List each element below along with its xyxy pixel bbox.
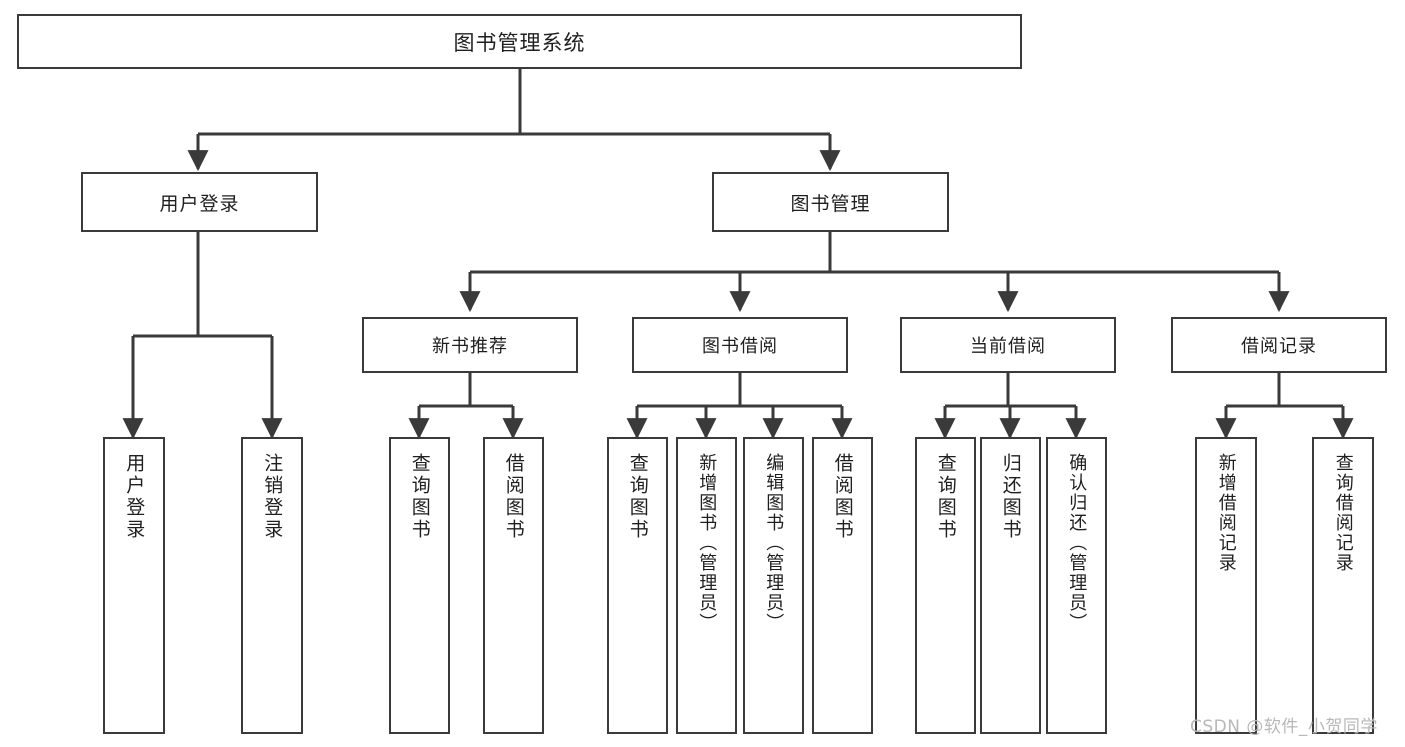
- leaf-cb-confirm-return[interactable]: 确认归还（管理员）: [1046, 437, 1107, 734]
- leaf-nb-query-book-label: 查询图书: [408, 453, 431, 541]
- leaf-br-query-record-label: 查询借阅记录: [1332, 453, 1354, 573]
- leaf-br-add-record-label: 新增借阅记录: [1215, 453, 1237, 573]
- node-book-manage[interactable]: 图书管理: [712, 172, 949, 232]
- leaf-nb-borrow-book[interactable]: 借阅图书: [483, 437, 544, 734]
- node-user-login[interactable]: 用户登录: [81, 172, 318, 232]
- leaf-user-login[interactable]: 用户登录: [103, 437, 165, 734]
- leaf-logout-label: 注销登录: [261, 453, 284, 541]
- node-root[interactable]: 图书管理系统: [17, 14, 1022, 69]
- node-user-login-label: 用户登录: [159, 192, 240, 215]
- leaf-bb-edit-book-label: 编辑图书（管理员）: [763, 453, 785, 633]
- node-book-borrow-label: 图书借阅: [702, 336, 778, 357]
- node-current-borrow-label: 当前借阅: [970, 336, 1046, 357]
- leaf-bb-edit-book[interactable]: 编辑图书（管理员）: [743, 437, 804, 734]
- node-current-borrow[interactable]: 当前借阅: [900, 317, 1116, 373]
- node-borrow-record-label: 借阅记录: [1241, 336, 1317, 357]
- leaf-cb-return-book[interactable]: 归还图书: [980, 437, 1041, 734]
- leaf-cb-confirm-return-label: 确认归还（管理员）: [1066, 453, 1088, 633]
- leaf-user-login-label: 用户登录: [123, 453, 146, 541]
- node-root-label: 图书管理系统: [453, 30, 586, 55]
- leaf-bb-query-book[interactable]: 查询图书: [607, 437, 668, 734]
- watermark: CSDN @软件_小贺同学: [1190, 717, 1378, 737]
- leaf-nb-query-book[interactable]: 查询图书: [389, 437, 450, 734]
- leaf-nb-borrow-book-label: 借阅图书: [502, 453, 525, 541]
- leaf-bb-query-book-label: 查询图书: [626, 453, 649, 541]
- node-borrow-record[interactable]: 借阅记录: [1171, 317, 1387, 373]
- leaf-br-query-record[interactable]: 查询借阅记录: [1312, 437, 1374, 734]
- leaf-bb-borrow-book-label: 借阅图书: [831, 453, 854, 541]
- leaf-br-add-record[interactable]: 新增借阅记录: [1195, 437, 1257, 734]
- node-new-book-recommend[interactable]: 新书推荐: [362, 317, 578, 373]
- leaf-logout[interactable]: 注销登录: [241, 437, 303, 734]
- leaf-bb-add-book-label: 新增图书（管理员）: [696, 453, 718, 633]
- leaf-bb-add-book[interactable]: 新增图书（管理员）: [676, 437, 737, 734]
- leaf-cb-return-book-label: 归还图书: [999, 453, 1022, 541]
- node-book-borrow[interactable]: 图书借阅: [632, 317, 848, 373]
- leaf-bb-borrow-book[interactable]: 借阅图书: [812, 437, 873, 734]
- node-new-book-recommend-label: 新书推荐: [432, 336, 508, 357]
- leaf-cb-query-book[interactable]: 查询图书: [915, 437, 976, 734]
- leaf-cb-query-book-label: 查询图书: [934, 453, 957, 541]
- node-book-manage-label: 图书管理: [790, 192, 871, 215]
